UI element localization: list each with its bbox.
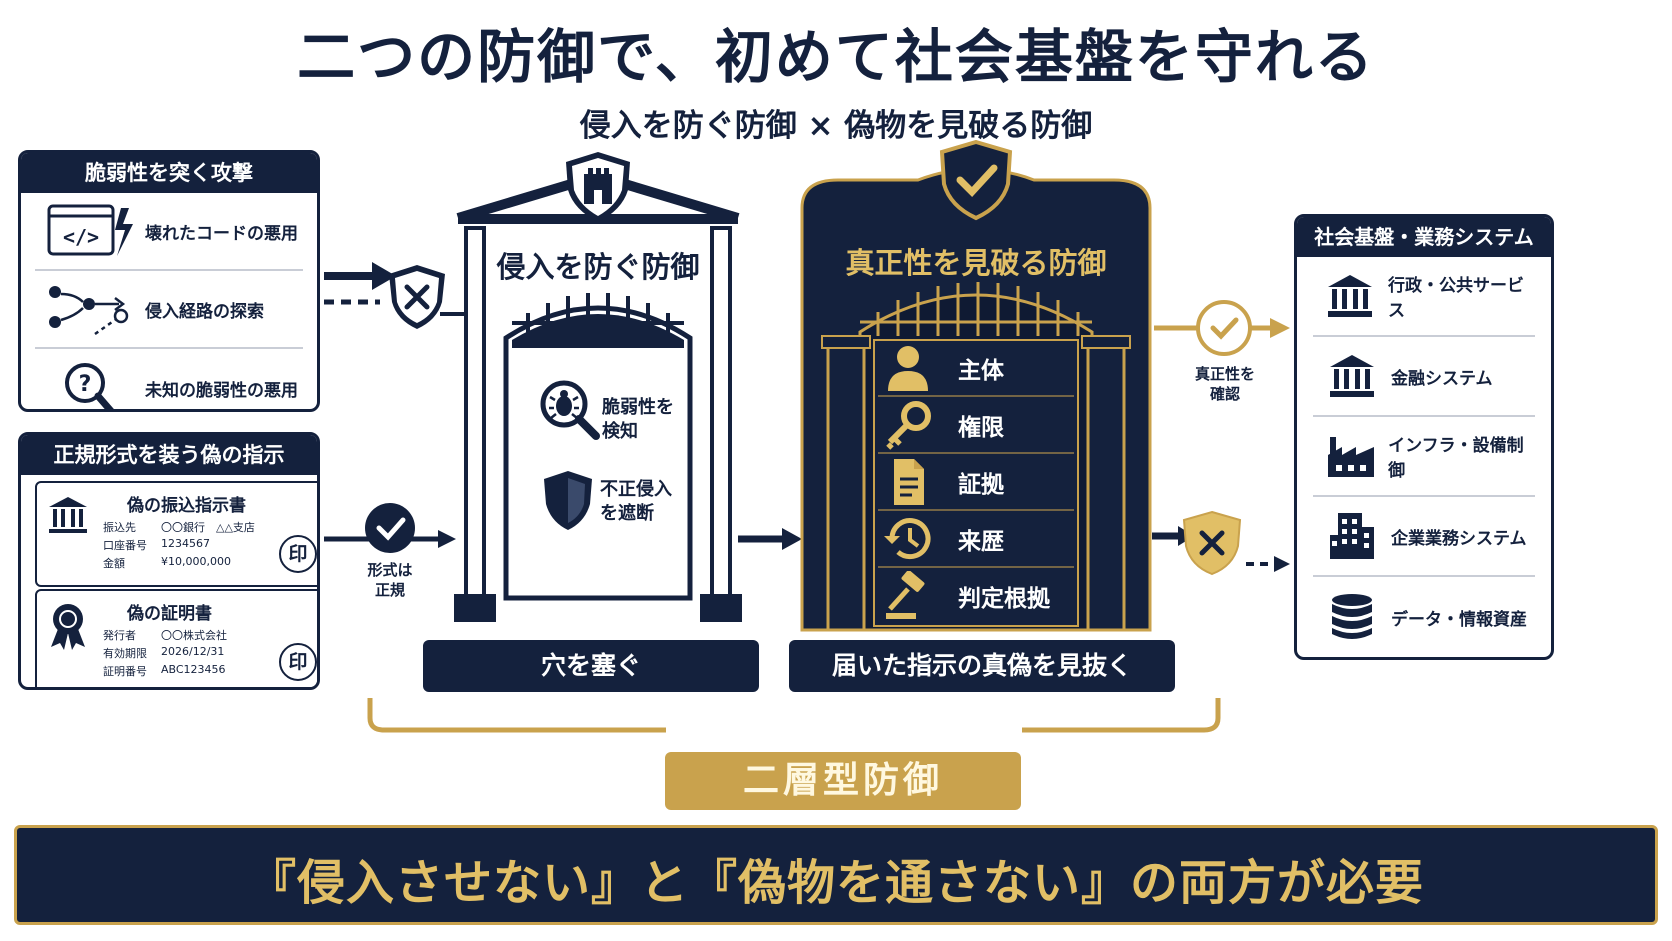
system-item-label: インフラ・設備制御 <box>1388 436 1524 481</box>
authenticity-check-item: 証拠 <box>880 454 1080 510</box>
fake-panel-title: 正規形式を装う偽の指示 <box>21 435 317 475</box>
check-item-label: 来歴 <box>958 529 1004 555</box>
systems-panel-title: 社会基盤・業務システム <box>1297 217 1551 257</box>
bottom-banner <box>14 825 1658 925</box>
government-building-icon <box>1313 273 1388 319</box>
page-title: 二つの防御で、初めて社会基盤を守れる <box>297 23 1375 91</box>
bank-icon <box>1313 353 1391 399</box>
doc-field-value: ¥10,000,000 <box>161 555 231 568</box>
bottom-message: 『侵入させない』と『偽物を通さない』の両方が必要 <box>247 855 1424 911</box>
authenticity-gate-caption: 届いた指示の真偽を見抜く <box>789 640 1175 692</box>
check-item-label: 証拠 <box>958 472 1004 498</box>
authenticity-check-item: 権限 <box>880 397 1080 453</box>
attack-item-label: 侵入経路の探索 <box>145 301 264 322</box>
authenticity-check-item: 主体 <box>880 340 1080 396</box>
intrusion-feature-label: 脆弱性を 検知 <box>602 397 674 442</box>
attack-item: </> 壊れたコードの悪用 <box>35 193 303 271</box>
system-item: 金融システム <box>1313 337 1535 417</box>
rejected-arrow <box>1152 510 1290 576</box>
system-item: 行政・公共サービス <box>1313 257 1535 337</box>
intrusion-defense-gate <box>454 152 742 622</box>
doc-title: 偽の振込指示書 <box>127 496 246 516</box>
fake-certificate-document: 偽の証明書 発行者 〇〇株式会社 有効期限 2026/12/31 証明番号 AB… <box>35 589 317 687</box>
gate-to-gate-arrow <box>738 528 802 550</box>
fake-transfer-document: 偽の振込指示書 振込先 〇〇銀行 △△支店 口座番号 1234567 金額 ¥1… <box>35 481 317 587</box>
intrusion-feature-label: 不正侵入 を遮断 <box>600 479 672 524</box>
key-icon <box>886 401 931 450</box>
fake-instructions-panel: 正規形式を装う偽の指示 偽の振込指示書 振込先 〇〇銀行 △△支店 口座番号 1… <box>18 432 320 690</box>
svg-text:?: ? <box>79 372 92 397</box>
shield-icon <box>544 471 592 530</box>
seal-stamp: 印 <box>279 535 317 573</box>
doc-field-key: 口座番号 <box>103 539 147 552</box>
intrusion-gate-title: 侵入を防ぐ防御 <box>496 250 700 284</box>
system-item: インフラ・設備制御 <box>1313 417 1535 497</box>
attack-item-label: 未知の脆弱性の悪用 <box>145 380 298 401</box>
doc-field-value: 〇〇銀行 △△支店 <box>161 521 255 534</box>
code-bolt-icon: </> <box>35 202 145 260</box>
doc-field-value: 2026/12/31 <box>161 645 225 658</box>
document-icon <box>894 459 924 505</box>
question-magnifier-icon: ? <box>35 359 145 409</box>
attack-item-label: 壊れたコードの悪用 <box>145 223 298 244</box>
check-item-label: 主体 <box>958 358 1004 384</box>
doc-field-value: ABC123456 <box>161 663 226 676</box>
systems-panel: 社会基盤・業務システム 行政・公共サービス 金融システム <box>1294 214 1554 660</box>
bug-magnifier-icon <box>540 380 600 440</box>
system-item-label: 企業業務システム <box>1391 528 1527 549</box>
format-ok-label: 形式は 正規 <box>367 561 413 599</box>
system-item: 企業業務システム <box>1313 497 1535 577</box>
authenticity-gate-title: 真正性を見破る防御 <box>845 246 1107 280</box>
office-building-icon <box>1313 511 1391 561</box>
doc-field-value: 1234567 <box>161 537 210 550</box>
check-item-label: 権限 <box>958 415 1004 441</box>
seal-stamp: 印 <box>279 643 317 681</box>
two-layer-defense-label: 二層型防御 <box>665 752 1021 810</box>
attacks-panel: 脆弱性を突く攻撃 </> 壊れたコードの悪用 <box>18 150 320 412</box>
doc-field-key: 有効期限 <box>103 647 147 660</box>
authenticity-check-item: 判定根拠 <box>880 568 1080 624</box>
database-icon <box>1313 592 1391 642</box>
system-item: データ・情報資産 <box>1313 577 1535 657</box>
two-layer-bracket <box>367 698 1221 733</box>
attack-item: 侵入経路の探索 <box>35 271 303 349</box>
doc-field-value: 〇〇株式会社 <box>161 629 227 642</box>
verified-label: 真正性を 確認 <box>1194 365 1255 403</box>
verified-arrow <box>1154 300 1290 356</box>
doc-title: 偽の証明書 <box>127 604 212 624</box>
check-item-label: 判定根拠 <box>958 586 1050 612</box>
history-clock-icon <box>884 518 931 560</box>
doc-field-key: 証明番号 <box>103 665 147 678</box>
system-item-label: データ・情報資産 <box>1391 609 1527 630</box>
system-item-label: 金融システム <box>1391 368 1493 389</box>
authenticity-check-item: 来歴 <box>880 511 1080 567</box>
attack-item: ? 未知の脆弱性の悪用 <box>35 349 303 409</box>
intrusion-gate-caption: 穴を塞ぐ <box>423 640 759 692</box>
factory-icon <box>1313 433 1388 479</box>
path-search-icon <box>35 280 145 338</box>
doc-field-key: 振込先 <box>103 521 136 534</box>
system-item-label: 行政・公共サービス <box>1387 276 1524 321</box>
doc-field-key: 発行者 <box>103 629 136 642</box>
svg-text:</>: </> <box>63 225 99 249</box>
attacks-panel-title: 脆弱性を突く攻撃 <box>21 153 317 193</box>
gavel-icon <box>886 571 925 619</box>
bank-icon <box>47 495 89 539</box>
page-subtitle: 侵入を防ぐ防御 × 偽物を見破る防御 <box>579 108 1093 144</box>
person-icon <box>888 346 928 391</box>
doc-field-key: 金額 <box>103 557 125 570</box>
award-ribbon-icon <box>47 601 89 655</box>
shield-x-icon <box>389 265 445 329</box>
format-ok-arrow <box>324 503 456 553</box>
